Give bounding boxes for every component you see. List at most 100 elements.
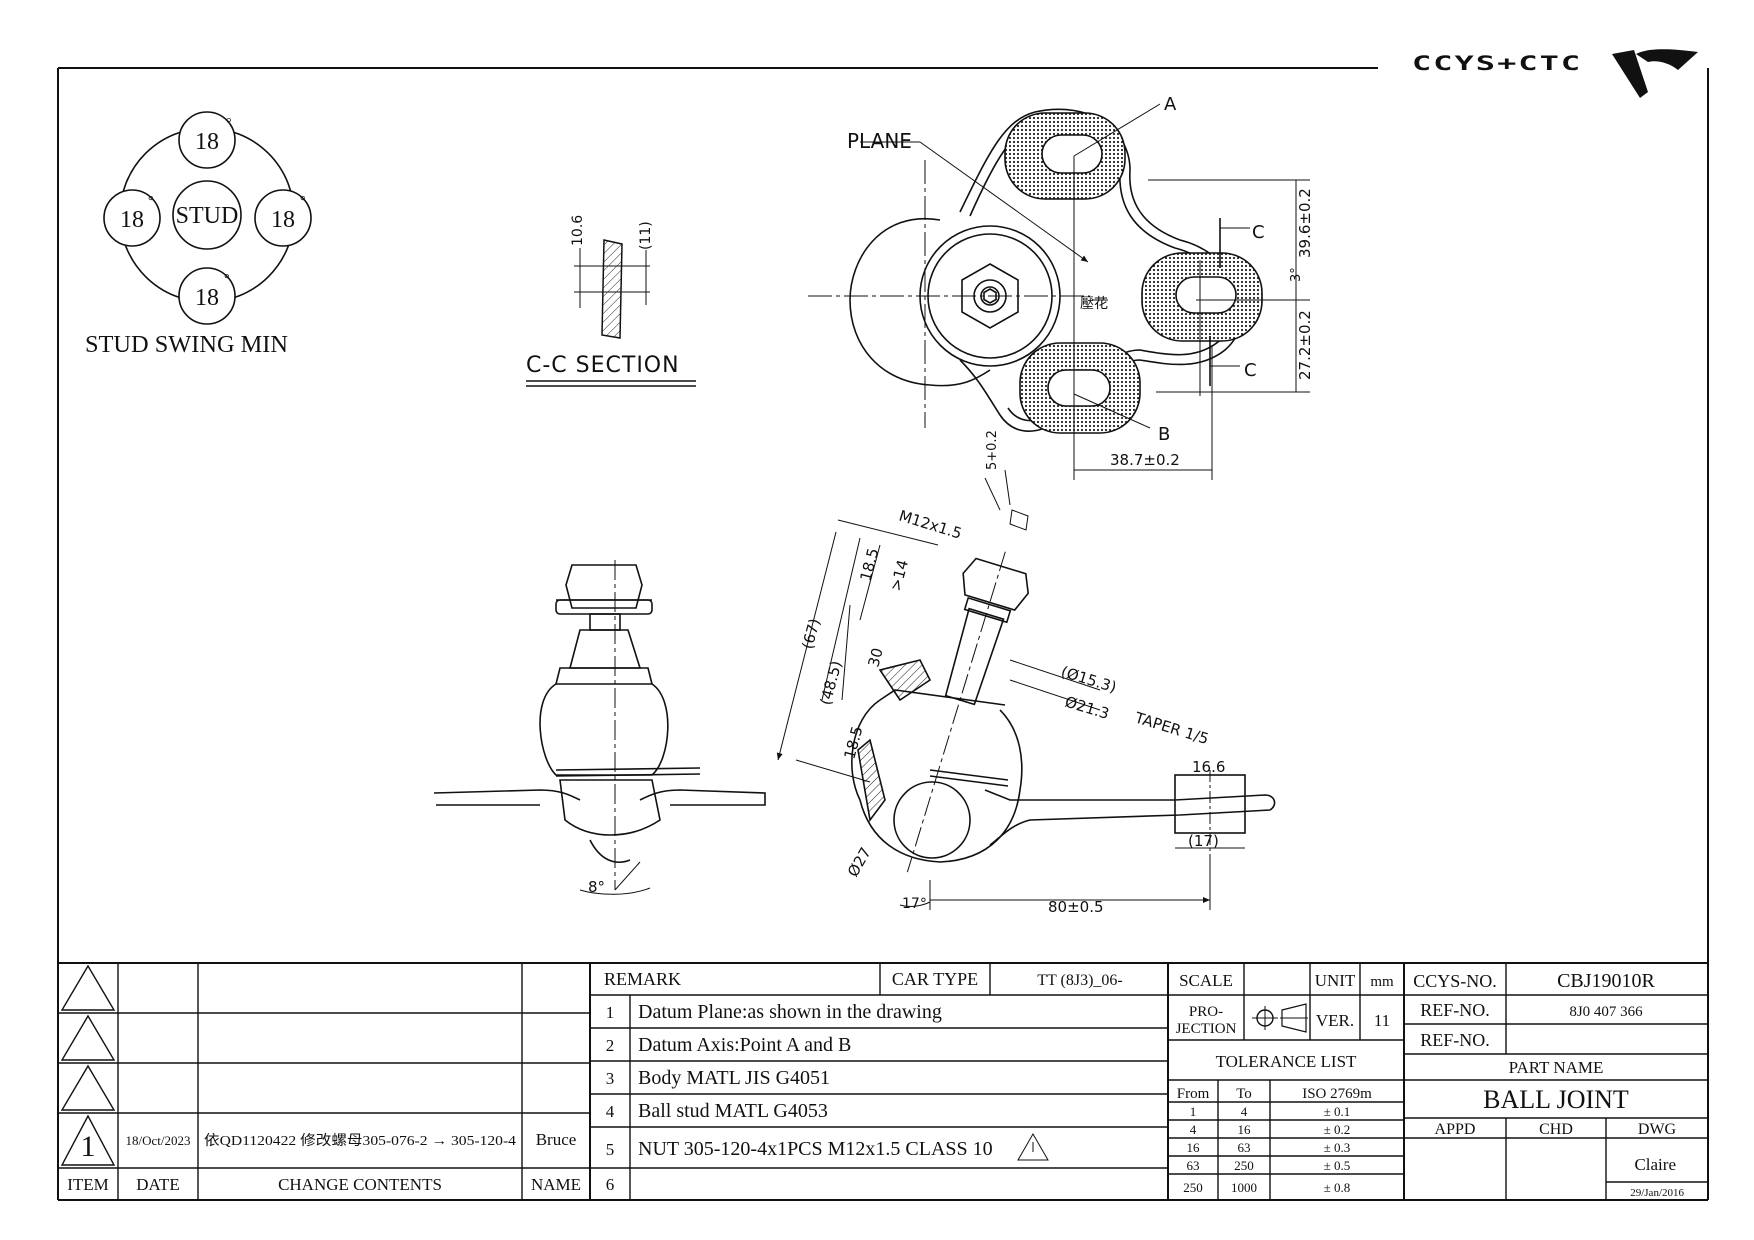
tol-iso-5: ± 0.8 xyxy=(1324,1180,1351,1195)
drawn-date: 29/Jan/2016 xyxy=(1630,1187,1684,1199)
drawn-by: Claire xyxy=(1634,1155,1676,1174)
front-angle-8: 8° xyxy=(588,878,605,896)
remarks-table: REMARK CAR TYPE TT (8J3)_06- 1 Datum Pla… xyxy=(604,969,1123,1194)
c-c-section: 10.6 (11) C-C SECTION xyxy=(526,215,696,387)
revision-item-no: 1 xyxy=(81,1130,96,1163)
side-view xyxy=(776,469,1276,910)
tol-to-4: 250 xyxy=(1234,1158,1254,1173)
stud-label: STUD xyxy=(176,203,239,229)
tol-to-2: 16 xyxy=(1238,1122,1252,1137)
tol-header-iso: ISO 2769m xyxy=(1302,1086,1372,1102)
dim-5: 5+0.2 xyxy=(985,430,1000,470)
projection-label-2: JECTION xyxy=(1176,1021,1237,1037)
remark-text-5: NUT 305-120-4x1PCS M12x1.5 CLASS 10 xyxy=(638,1138,993,1160)
remark-no-4: 4 xyxy=(606,1102,615,1121)
side-view-labels: 5+0.2 M12x1.5 18.5 >14 (67) (48.5) 30 18… xyxy=(798,430,1225,916)
tol-iso-1: ± 0.1 xyxy=(1324,1104,1351,1119)
tol-iso-3: ± 0.3 xyxy=(1324,1140,1351,1155)
logo-text: CCYS+CTC xyxy=(1412,52,1583,75)
tol-iso-2: ± 0.2 xyxy=(1324,1122,1351,1137)
dim-48-5: (48.5) xyxy=(816,659,845,707)
swing-circle-bottom xyxy=(178,267,236,325)
swing-circle-top xyxy=(178,111,236,169)
point-b-label: B xyxy=(1158,424,1170,445)
ref-value-1: 8J0 407 366 xyxy=(1569,1004,1643,1020)
ccys-label: CCYS-NO. xyxy=(1413,971,1497,991)
cut-label-bottom: C xyxy=(1244,360,1257,381)
remark-text-3: Body MATL JIS G4051 xyxy=(638,1067,830,1089)
header-name: NAME xyxy=(531,1175,581,1194)
scale-block: SCALE UNIT mm PRO- JECTION VER. 11 TOLER… xyxy=(1176,971,1394,1195)
tolerance-title: TOLERANCE LIST xyxy=(1216,1052,1357,1071)
degree-mark-bottom: ° xyxy=(224,272,230,287)
ref-label-2: REF-NO. xyxy=(1420,1030,1490,1050)
swing-circle-right xyxy=(254,189,312,247)
tol-to-3: 63 xyxy=(1238,1140,1251,1155)
dim-39-6: 39.6±0.2 xyxy=(1296,188,1314,258)
appd-label: APPD xyxy=(1435,1121,1476,1138)
remark-no-6: 6 xyxy=(606,1175,615,1194)
swing-circle-left xyxy=(103,189,161,247)
dim-21-3: Ø21.3 xyxy=(1063,693,1112,723)
title-block-grid xyxy=(58,963,1708,1200)
dim-30: 30 xyxy=(864,646,886,669)
remark-no-3: 3 xyxy=(606,1069,615,1088)
company-logo: CCYS+CTC xyxy=(1412,48,1712,102)
remark-text-4: Ball stud MATL G4053 xyxy=(638,1100,828,1122)
car-type-label: CAR TYPE xyxy=(892,969,978,989)
swing-angle-top: 18 xyxy=(195,129,219,155)
section-title: C-C SECTION xyxy=(526,353,680,378)
tol-iso-4: ± 0.5 xyxy=(1324,1158,1351,1173)
point-a-label: A xyxy=(1164,94,1177,115)
stud-circle xyxy=(172,180,242,250)
tol-from-3: 16 xyxy=(1187,1140,1201,1155)
section-dim-10-6: 10.6 xyxy=(570,215,586,246)
remark-no-1: 1 xyxy=(606,1003,615,1022)
dim-15-3: (Ø15.3) xyxy=(1059,663,1119,697)
stud-swing-diagram: STUD 18 18 18 18 ° ° ° ° STUD SWING MIN xyxy=(85,111,312,358)
front-view xyxy=(433,560,766,895)
tol-from-5: 250 xyxy=(1183,1180,1203,1195)
part-name-label: PART NAME xyxy=(1509,1058,1604,1077)
logo-mark-icon xyxy=(1612,49,1698,98)
cut-label-top: C xyxy=(1252,222,1265,243)
top-view xyxy=(808,103,1310,480)
revision-table: 1 18/Oct/2023 依QD1120422 修改螺母305-076-2 →… xyxy=(67,1130,581,1194)
swing-angle-bottom: 18 xyxy=(195,285,219,311)
dim-18-5-top: 18.5 xyxy=(856,546,882,583)
dim-taper: TAPER 1/5 xyxy=(1132,708,1211,748)
remark-text-2: Datum Axis:Point A and B xyxy=(638,1034,851,1056)
dim-14: >14 xyxy=(886,558,912,593)
tol-to-1: 4 xyxy=(1241,1104,1248,1119)
projection-label-1: PRO- xyxy=(1189,1004,1223,1020)
part-name: BALL JOINT xyxy=(1483,1085,1629,1114)
tol-from-2: 4 xyxy=(1190,1122,1197,1137)
unit-label: UNIT xyxy=(1315,971,1356,990)
dim-27-2: 27.2±0.2 xyxy=(1296,310,1314,380)
dim-3-deg: 3° xyxy=(1289,267,1304,282)
top-view-labels: PLANE A B C C 壓花 39.6±0.2 27.2±0.2 3° 38… xyxy=(847,94,1314,469)
section-dim-11: (11) xyxy=(638,221,654,250)
ccys-value: CBJ19010R xyxy=(1557,970,1655,992)
sheet-border xyxy=(57,67,1709,1201)
knurl-label: 壓花 xyxy=(1080,296,1108,312)
remark-text-1: Datum Plane:as shown in the drawing xyxy=(638,1001,942,1023)
dim-80: 80±0.5 xyxy=(1048,898,1104,916)
tol-header-from: From xyxy=(1177,1086,1210,1102)
header-date: DATE xyxy=(136,1175,179,1194)
swing-angle-right: 18 xyxy=(271,207,295,233)
dim-67: (67) xyxy=(798,617,823,651)
header-change-contents: CHANGE CONTENTS xyxy=(278,1175,442,1194)
scale-label: SCALE xyxy=(1179,971,1233,990)
degree-mark-top: ° xyxy=(226,116,232,131)
swing-angle-left: 18 xyxy=(120,207,144,233)
chd-label: CHD xyxy=(1539,1121,1573,1138)
remark-header: REMARK xyxy=(604,969,681,989)
dwg-label: DWG xyxy=(1638,1121,1677,1138)
ver-label: VER. xyxy=(1316,1011,1354,1030)
dim-27: Ø27 xyxy=(844,844,875,880)
ver-value: 11 xyxy=(1374,1011,1390,1030)
tol-from-1: 1 xyxy=(1190,1104,1197,1119)
dim-38-7: 38.7±0.2 xyxy=(1110,451,1180,469)
degree-mark-left: ° xyxy=(148,194,154,209)
